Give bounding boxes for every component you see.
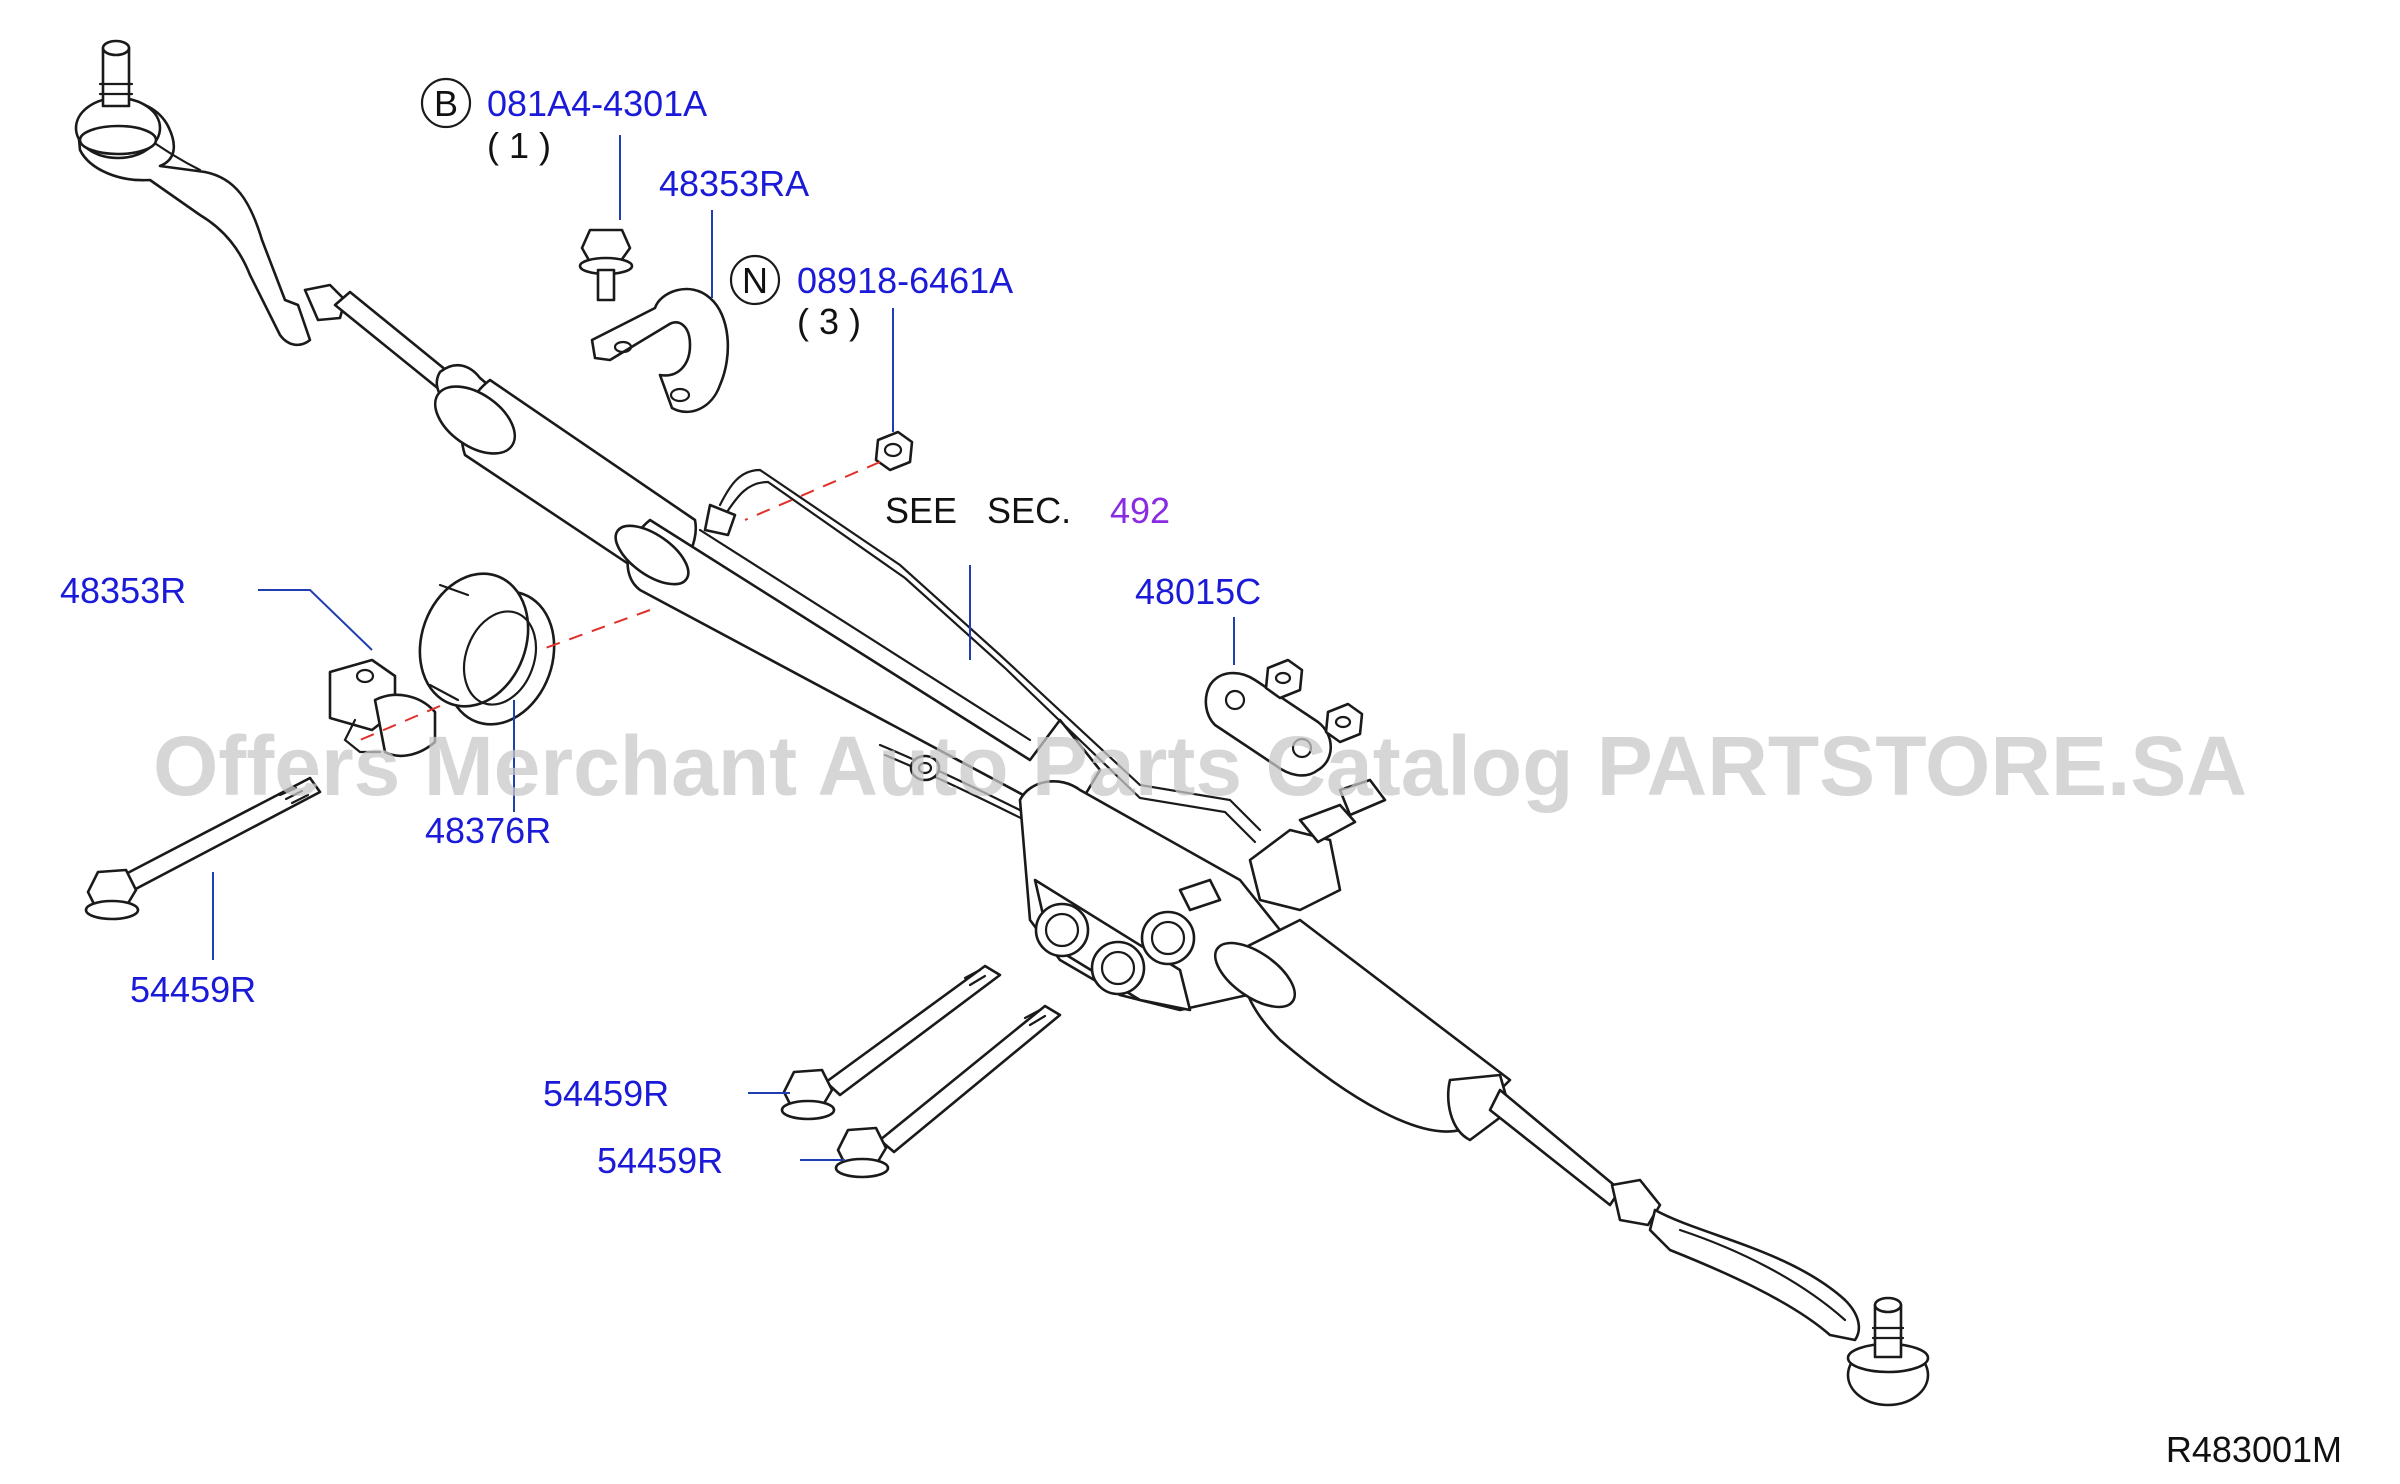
tie-rod-end-right bbox=[1648, 1208, 1930, 1407]
callout-48015C: 48015C bbox=[1135, 571, 1261, 612]
callout-081A4-4301A: 081A4-4301A bbox=[487, 83, 707, 124]
callout-48376R: 48376R bbox=[425, 810, 551, 851]
bolt-b-symbol: B bbox=[434, 83, 458, 124]
tie-rod-end-left bbox=[74, 39, 312, 347]
bracket-nut-2 bbox=[1324, 702, 1364, 744]
bracket-nut-1 bbox=[1264, 658, 1304, 700]
callout-labels: B 081A4-4301A ( 1 ) 48353RA N 08918-6461… bbox=[60, 77, 2342, 1470]
diagram-code: R483001M bbox=[2166, 1429, 2342, 1470]
bracket-48015C bbox=[1204, 671, 1332, 777]
callout-48353R: 48353R bbox=[60, 570, 186, 611]
rack-housing bbox=[433, 378, 1102, 822]
callout-54459R-mid-1: 54459R bbox=[543, 1073, 669, 1114]
clamp-48353R bbox=[328, 658, 437, 758]
nut-n-symbol-circle bbox=[729, 254, 781, 306]
rack-fitting bbox=[909, 754, 941, 782]
callout-08918-6461A: 08918-6461A bbox=[797, 260, 1013, 301]
tie-rod-left bbox=[303, 283, 454, 392]
callout-48353RA: 48353RA bbox=[659, 163, 809, 204]
insulator-48376R bbox=[418, 572, 556, 726]
alignment-lines bbox=[359, 461, 881, 741]
long-bolt-mid-2 bbox=[834, 1004, 1062, 1179]
rack-housing-right bbox=[1213, 918, 1512, 1142]
long-bolt-left bbox=[84, 776, 322, 921]
nut-n-symbol: N bbox=[742, 260, 768, 301]
flange-bolt-b bbox=[578, 228, 634, 302]
nut-n-quantity: ( 3 ) bbox=[797, 301, 861, 342]
callout-54459R-mid-2: 54459R bbox=[597, 1140, 723, 1181]
bolt-b-quantity: ( 1 ) bbox=[487, 125, 551, 166]
section-492-link[interactable]: 492 bbox=[1110, 490, 1170, 531]
see-section-label: SEE SEC. bbox=[885, 490, 1071, 531]
callout-54459R-left: 54459R bbox=[130, 969, 256, 1010]
bolt-b-symbol-circle bbox=[420, 77, 472, 129]
hex-nut-n bbox=[874, 430, 914, 472]
leader-lines bbox=[212, 135, 1235, 1161]
clamp-48353RA bbox=[590, 287, 730, 414]
long-bolt-mid-1 bbox=[780, 964, 1002, 1121]
hydraulic-pipes bbox=[703, 468, 1262, 882]
watermark-text: Offers Merchant Auto Parts Catalog PARTS… bbox=[153, 719, 2247, 813]
tie-rod-right bbox=[1488, 1088, 1662, 1227]
